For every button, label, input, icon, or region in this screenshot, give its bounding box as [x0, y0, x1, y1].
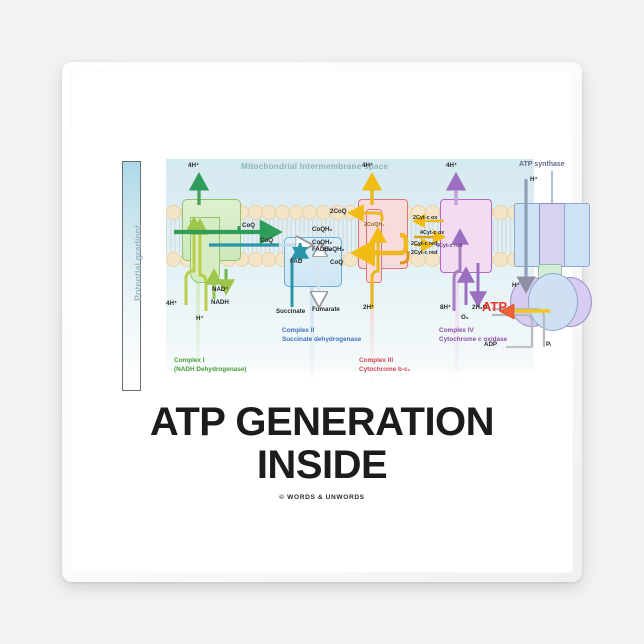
label-adp: ADP — [484, 341, 498, 348]
product-magnet: Mitochondrial Intermembrane space Potent… — [62, 62, 592, 582]
label-2coqh2: 2CoQH₂ — [364, 222, 385, 228]
label-2cyt-c-ox: 2Cyt-c ox — [413, 215, 438, 221]
atp-synthase-f1-center — [528, 273, 578, 331]
label-4h-complex1: 4H⁺ — [188, 162, 200, 169]
label-coqh2-1: CoQH₂ — [312, 226, 333, 233]
atp-synthase-fo-left — [514, 203, 542, 267]
label-nadh: NADH — [211, 299, 229, 306]
label-coqh2-3: CoQH₂ — [324, 246, 345, 253]
label-2coq: 2CoQ — [330, 208, 347, 215]
magnet-face: Mitochondrial Intermembrane space Potent… — [71, 71, 592, 573]
complex3-tail — [370, 267, 374, 385]
label-coq-3: CoQ — [330, 259, 344, 266]
label-8h-matrix: 8H⁺ — [440, 304, 452, 311]
copyright-line: © WORDS & UNWORDS — [279, 494, 365, 501]
label-4cyt-c-ox: 4Cyt-c ox — [420, 230, 445, 236]
atp-synthase-leader-line — [551, 171, 553, 203]
complex-3-subtitle: Cytochrome b-c₁ — [359, 365, 411, 373]
label-fumarate: Fumarate — [312, 306, 340, 313]
intermembrane-space-label: Mitochondrial Intermembrane space — [241, 162, 389, 171]
label-o2: O₂ — [461, 314, 469, 321]
complex-2-name: Complex II — [282, 327, 315, 334]
label-succinate: Succinate — [276, 308, 306, 315]
title-line-2: INSIDE — [256, 443, 388, 488]
label-h-synthase-out: H⁺ — [512, 282, 520, 289]
complex-3-name: Complex III — [359, 357, 394, 364]
label-2h-matrix-c3: 2H⁺ — [363, 304, 375, 311]
complex2-tail — [310, 279, 314, 384]
complex-4-label: Complex IV Cytochrome c oxidase — [439, 327, 507, 344]
page-title: ATP GENERATION INSIDE — [71, 400, 573, 488]
atp-synthase-label: ATP synthase — [519, 161, 565, 168]
label-h-matrix-c1: H⁺ — [196, 315, 204, 322]
magnet-artwork: Mitochondrial Intermembrane space Potent… — [71, 71, 592, 573]
potential-gradient-bar: Potential gradient — [122, 161, 143, 391]
complex-1-label: Complex I (NADH Dehydrogenase) — [174, 357, 246, 374]
complex-3-label: Complex III Cytochrome b-c₁ — [359, 357, 410, 374]
label-4h-complex4: 4H⁺ — [446, 162, 458, 169]
complex-1-subtitle: (NADH Dehydrogenase) — [174, 365, 247, 373]
complex-4-subtitle: Cytochrome c oxidase — [439, 335, 508, 343]
atp-synthase-fo-right — [564, 203, 590, 267]
label-fadh2: FADH₂ — [312, 246, 332, 253]
complex4-tail — [455, 271, 459, 383]
complex1-tail — [196, 259, 200, 384]
complex-2-label: Complex II Succinate dehydrogenase — [282, 327, 361, 344]
label-2cyt-c-red-b: 2Cyt-c red — [411, 250, 438, 256]
label-4h-complex3: 4H⁺ — [362, 162, 374, 169]
complex-1-name: Complex I — [174, 357, 205, 364]
label-pi: Pᵢ — [546, 341, 552, 348]
label-coq-1: CoQ — [242, 222, 256, 229]
label-fad: FAD — [290, 258, 303, 265]
atp-synthase-fo-mid — [539, 203, 567, 267]
label-nad-plus: NAD⁺ — [212, 286, 229, 293]
label-coq-2: CoQ — [260, 237, 274, 244]
label-h-synthase-in: H⁺ — [530, 176, 538, 183]
label-atp: ATP — [482, 299, 508, 314]
label-2h2o: 2H₂O — [472, 304, 488, 311]
etc-diagram: Mitochondrial Intermembrane space Potent… — [114, 159, 592, 399]
complex-2-subtitle: Succinate dehydrogenase — [282, 335, 362, 343]
label-coqh2-2: CoQH₂ — [312, 239, 333, 246]
title-line-1: ATP GENERATION — [149, 400, 495, 444]
label-2cyt-c-red-a: 2Cyt-c red — [411, 241, 438, 247]
diagram-arrows — [174, 171, 550, 349]
label-4cyt-c-red: 4Cyt-c red — [436, 243, 463, 249]
label-4h-matrix-c1: 4H⁺ — [166, 300, 178, 307]
complex-4-name: Complex IV — [439, 327, 474, 334]
